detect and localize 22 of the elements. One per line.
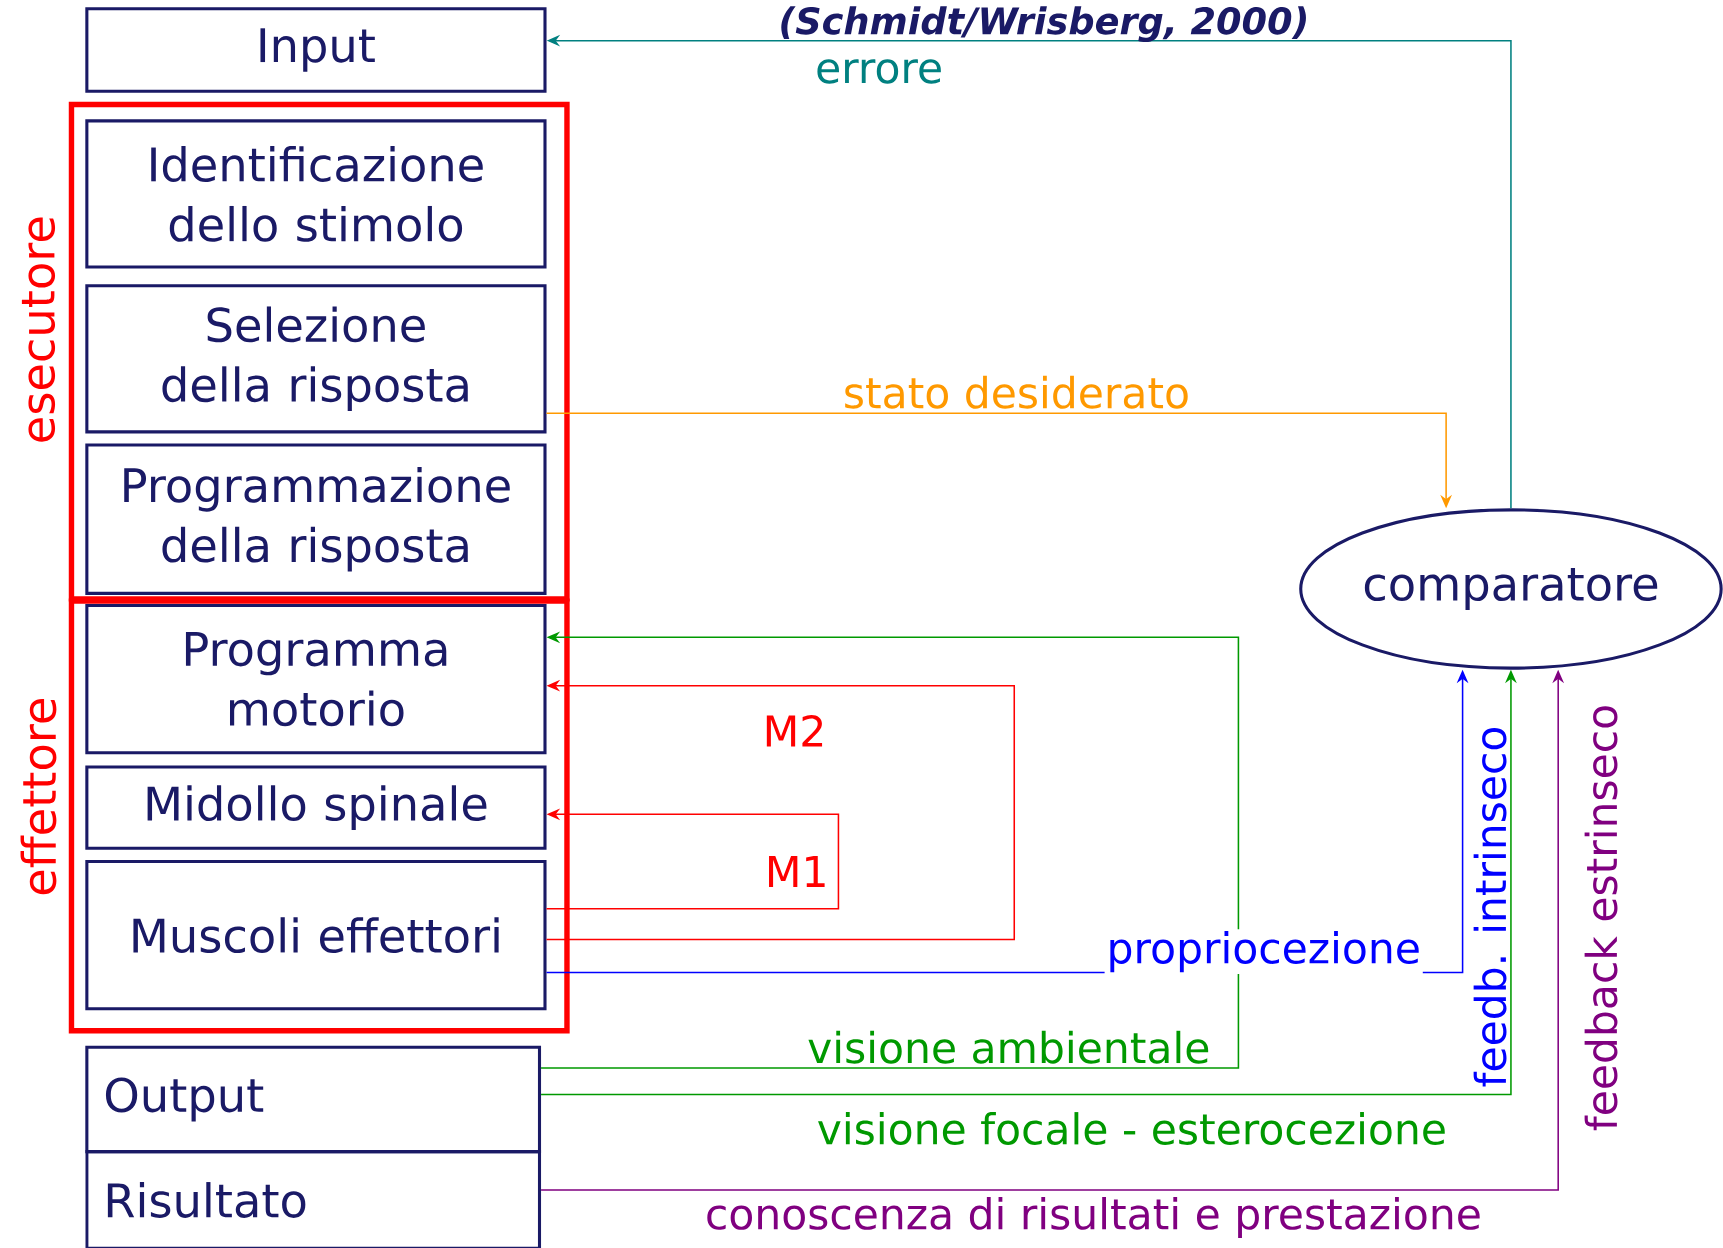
edge-label: M2 <box>760 712 829 749</box>
node-label: esecutore <box>21 217 56 442</box>
node-label: effettore <box>20 698 57 895</box>
process-box: Programma motorio <box>85 603 547 755</box>
edge-label: conoscenza di risultati e prestazione <box>703 1194 1484 1240</box>
process-box: Muscoli effettori <box>85 859 547 1011</box>
process-box: Selezione della risposta <box>85 284 547 434</box>
edge-label: errore <box>813 57 946 86</box>
edge-label: stato desiderato <box>840 373 1192 411</box>
process-box: Programmazione della risposta <box>85 443 547 595</box>
edge-label: M1 <box>762 853 831 889</box>
edge-label: visione focale - esterocezione <box>814 1110 1449 1147</box>
process-box: Output <box>85 1045 542 1153</box>
title: (Schmidt/Wrisberg, 2000) <box>781 6 1306 42</box>
process-box: Risultato <box>85 1149 542 1248</box>
process-box: Identificazione dello stimolo <box>85 119 547 269</box>
process-box: Midollo spinale <box>85 765 547 850</box>
rotated-label: feedb. intrinseco <box>1471 723 1509 1090</box>
process-box: Input <box>85 7 547 93</box>
edge-label: propriocezione <box>1104 929 1423 974</box>
rotated-label: feedback estrinseco <box>1582 701 1620 1133</box>
edge-label: visione ambientale <box>805 1028 1213 1066</box>
